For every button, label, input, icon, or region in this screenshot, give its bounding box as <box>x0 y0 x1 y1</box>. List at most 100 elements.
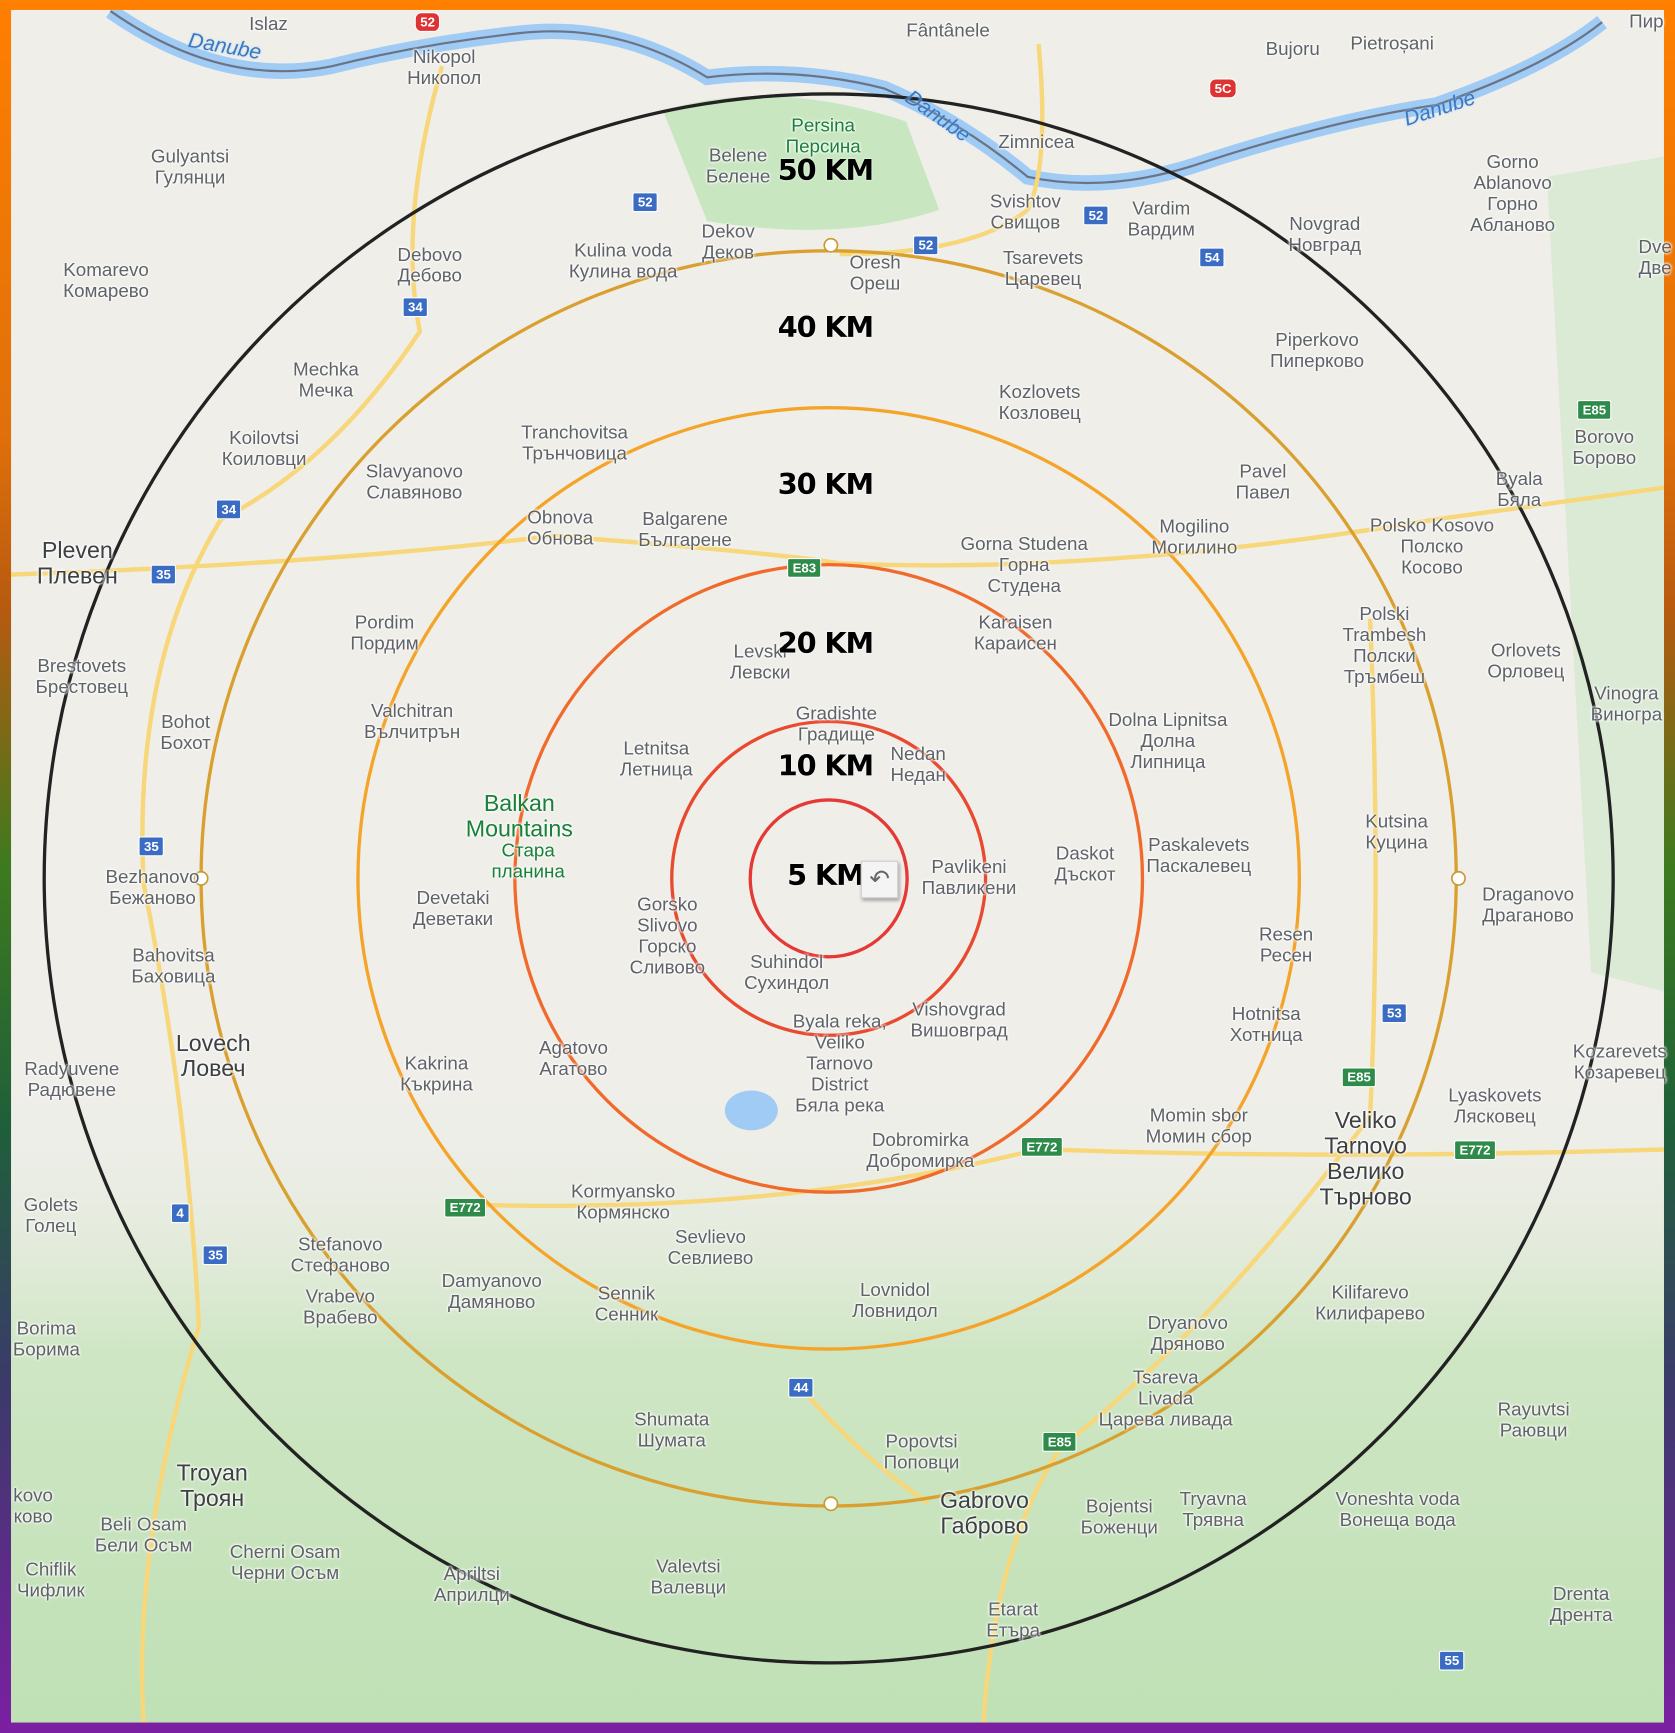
place-label[interactable]: Lyaskovets Лясковец <box>1448 1085 1542 1127</box>
place-label[interactable]: Shumata Шумата <box>634 1408 710 1451</box>
place-label[interactable]: Bojentsi Боженци <box>1080 1496 1158 1539</box>
place-label[interactable]: Valchitran Вълчитрън <box>363 700 461 743</box>
place-label[interactable]: Damyanovo Дамяново <box>441 1270 542 1313</box>
place-label[interactable]: Gorsko Slivovo Горско Сливово <box>629 893 706 978</box>
place-label[interactable]: Borima Борима <box>12 1318 80 1361</box>
place-label[interactable]: Bohot Бохот <box>160 711 211 754</box>
place-label[interactable]: Rayuvtsi Раювци <box>1497 1398 1570 1441</box>
place-label[interactable]: Vardim Вардим <box>1127 197 1195 240</box>
place-label[interactable]: Kormyansko Кормянско <box>570 1181 676 1224</box>
place-label[interactable]: Momin sbor Момин сбор <box>1145 1104 1252 1147</box>
place-label[interactable]: Kakrina Къкрина <box>400 1052 473 1095</box>
place-label[interactable]: Apriltsi Априлци <box>433 1563 510 1606</box>
place-label[interactable]: Popovtsi Поповци <box>883 1430 960 1473</box>
place-label[interactable]: kovo ково <box>13 1484 53 1527</box>
place-label[interactable]: Valevtsi Валевци <box>650 1555 727 1598</box>
place-label[interactable]: Gabrovo Габрово <box>939 1488 1029 1540</box>
place-label[interactable]: Agatovo Агатово <box>538 1037 608 1080</box>
ring-handle[interactable] <box>1451 870 1466 886</box>
place-label[interactable]: Drenta Дрента <box>1549 1583 1613 1626</box>
place-label[interactable]: Pleven Плевен <box>36 538 118 589</box>
place-label[interactable]: Gorno Ablanovo Горно Абланово <box>1470 151 1556 236</box>
place-label[interactable]: Bahovitsa Баховица <box>131 944 216 987</box>
place-label[interactable]: Oresh Ореш <box>849 251 901 294</box>
place-label[interactable]: Borovo Борово <box>1572 426 1637 469</box>
place-label[interactable]: Lovech Ловеч <box>175 1030 251 1082</box>
place-label[interactable]: Komarevo Комарево <box>63 259 150 302</box>
place-label[interactable]: Mogilino Могилино <box>1151 515 1238 558</box>
place-label[interactable]: Letnitsa Летница <box>619 738 693 781</box>
place-label[interactable]: Byala reka, Veliko Tarnovo District Бяла… <box>792 1010 887 1116</box>
place-label[interactable]: Chiflik Чифлик <box>16 1559 85 1602</box>
place-label[interactable]: Voneshta voda Вонеща вода <box>1335 1488 1460 1531</box>
place-label[interactable]: Hotnitsa Хотница <box>1229 1003 1303 1046</box>
place-label[interactable]: Balgarene Българене <box>638 508 732 551</box>
place-label[interactable]: Radyuvene Радювене <box>24 1058 120 1101</box>
place-label[interactable]: Golets Голец <box>23 1194 78 1237</box>
place-label[interactable]: Daskot Дъскот <box>1054 843 1116 886</box>
place-label[interactable]: Piperkovo Пиперково <box>1269 329 1365 372</box>
place-label[interactable]: Novgrad Новград <box>1288 213 1362 256</box>
place-label[interactable]: Devetaki Деветаки <box>412 887 494 930</box>
place-label[interactable]: Pietroșani <box>1350 33 1434 55</box>
place-label[interactable]: Dryanovo Дряново <box>1147 1312 1228 1355</box>
ring-handle[interactable] <box>823 1496 839 1512</box>
place-label[interactable]: Islaz <box>249 13 288 35</box>
place-label[interactable]: Balkan Mountains <box>465 791 573 842</box>
place-label[interactable]: Pordim Пордим <box>350 612 419 655</box>
place-label[interactable]: Nedan Недан <box>890 743 946 786</box>
place-label[interactable]: Slavyanovo Славяново <box>365 460 463 503</box>
place-label[interactable]: Dolna Lipnitsa Долна Липница <box>1108 709 1228 773</box>
place-label[interactable]: Gradishte Градище <box>795 702 878 745</box>
ring-handle[interactable] <box>193 870 209 886</box>
place-label[interactable]: Vishovgrad Вишовград <box>910 998 1008 1041</box>
place-label[interactable]: Bezhanovo Бежаново <box>105 866 200 909</box>
place-label[interactable]: Vinogra Виногра <box>1590 682 1663 725</box>
place-label[interactable]: Svishtov Свищов <box>989 191 1061 234</box>
place-label[interactable]: Fântânele <box>906 19 990 41</box>
place-label[interactable]: Koilovtsi Коиловци <box>221 427 307 470</box>
place-label[interactable]: Nikopol Никопол <box>407 46 482 89</box>
place-label[interactable]: Стара планина <box>491 839 565 882</box>
place-label[interactable]: Brestovets Брестовец <box>35 655 128 698</box>
place-label[interactable]: Resen Ресен <box>1258 923 1314 966</box>
place-label[interactable]: Lovnidol Ловнидол <box>852 1279 938 1322</box>
place-label[interactable]: Kutsina Куцина <box>1365 810 1428 853</box>
place-label[interactable]: Tryavna Трявна <box>1179 1488 1247 1531</box>
place-label[interactable]: Gorna Studena Горна Студена <box>960 533 1088 597</box>
place-label[interactable]: Byala Бяла <box>1495 468 1543 511</box>
place-label[interactable]: Kozarevets Козаревец <box>1572 1040 1667 1083</box>
place-label[interactable]: Pavel Павел <box>1235 460 1291 503</box>
place-label[interactable]: Dobromirka Добромирка <box>866 1129 975 1172</box>
place-label[interactable]: Troyan Троян <box>176 1460 248 1512</box>
place-label[interactable]: Obnova Обнова <box>526 507 594 550</box>
place-label[interactable]: Dve Две <box>1638 236 1672 279</box>
undo-button[interactable]: ↶ <box>860 860 899 899</box>
place-label[interactable]: Bujoru <box>1265 38 1320 60</box>
place-label[interactable]: Kulina voda Кулина вода <box>568 239 678 282</box>
place-label[interactable]: Debovo Дебово <box>397 244 463 287</box>
place-label[interactable]: Pavlikeni Павликени <box>921 856 1017 899</box>
place-label[interactable]: Belene Белене <box>705 144 771 187</box>
place-label[interactable]: Sennik Сенник <box>594 1282 659 1325</box>
place-label[interactable]: Mechka Мечка <box>293 359 359 402</box>
place-label[interactable]: Sevlievo Севлиево <box>667 1226 754 1269</box>
map-view[interactable] <box>11 9 1664 1723</box>
place-label[interactable]: Kozlovets Козловец <box>998 381 1081 424</box>
place-label[interactable]: Draganovo Драганово <box>1482 883 1575 926</box>
place-label[interactable]: Zimnicea <box>998 131 1075 153</box>
place-label[interactable]: Paskalevets Паскалевец <box>1146 834 1252 877</box>
place-label[interactable]: Levski Левски <box>729 640 791 683</box>
place-label[interactable]: Etarat Етъра <box>986 1598 1041 1641</box>
place-label[interactable]: Beli Osam Бели Осъм <box>94 1513 193 1556</box>
place-label[interactable]: Dekov Деков <box>701 220 755 263</box>
place-label[interactable]: Пир <box>1629 11 1664 33</box>
place-label[interactable]: Gulyantsi Гулянци <box>150 145 230 188</box>
place-label[interactable]: Polski Trambesh Полски Тръмбеш <box>1342 603 1427 688</box>
place-label[interactable]: Tsareva Livada Царева ливада <box>1098 1366 1233 1430</box>
place-label[interactable]: Persina Персина <box>785 114 861 157</box>
place-label[interactable]: Kilifarevo Килифарево <box>1315 1281 1426 1324</box>
place-label[interactable]: Karaisen Караисен <box>973 612 1057 655</box>
place-label[interactable]: Suhindol Сухиндол <box>744 951 830 994</box>
place-label[interactable]: Tranchovitsa Трънчовица <box>521 422 628 465</box>
